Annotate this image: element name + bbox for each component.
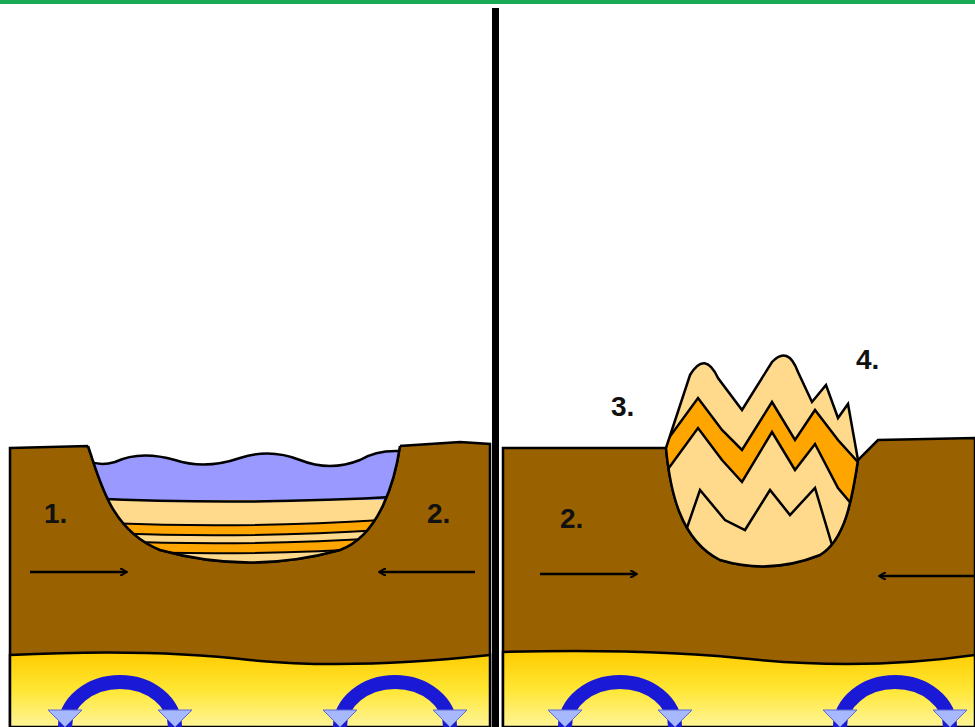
callout-number: 1. xyxy=(44,500,67,528)
callout-number: 3. xyxy=(611,393,634,421)
callout-number: 2. xyxy=(427,500,450,528)
callout-number: 2. xyxy=(560,505,583,533)
callout-number: 4. xyxy=(856,346,879,374)
